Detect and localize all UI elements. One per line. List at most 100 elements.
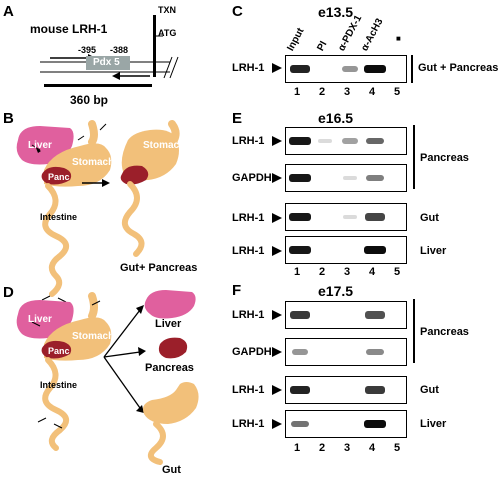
- c-bracket: [411, 55, 413, 83]
- gel-band: [291, 420, 309, 428]
- f-lane-4: 4: [368, 442, 376, 454]
- gel-band: [364, 245, 386, 255]
- panel-label-d: D: [3, 284, 14, 301]
- gel-band: [366, 174, 384, 182]
- e-pancreas-bracket: [413, 125, 415, 189]
- pos-395: -395: [78, 45, 97, 55]
- e-gut-label: Gut: [420, 212, 439, 224]
- f-row4-label: LRH-1: [232, 418, 265, 430]
- e-lane-4: 4: [368, 266, 376, 278]
- b-liver-label: Liver: [28, 140, 52, 151]
- f-pancreas-label: Pancreas: [420, 326, 469, 338]
- e-lane-3: 3: [343, 266, 351, 278]
- row-pointer-arrow: [272, 246, 282, 256]
- f-row1-label: LRH-1: [232, 309, 265, 321]
- e-liver-label: Liver: [420, 245, 447, 257]
- b-stomach-label: Stomach: [72, 157, 115, 168]
- c-row-label: LRH-1: [232, 62, 265, 74]
- f-gel-4: [285, 410, 407, 438]
- f-row3-label: LRH-1: [232, 384, 265, 396]
- gel-band: [317, 138, 333, 144]
- panel-label-a: A: [3, 3, 14, 20]
- gel-band: [341, 138, 359, 144]
- f-stage: e17.5: [318, 283, 354, 299]
- e-lane-5: 5: [393, 266, 401, 278]
- row-pointer-arrow: [272, 347, 282, 357]
- gel-band: [290, 311, 310, 319]
- e-row4-label: LRH-1: [232, 245, 265, 257]
- gel-band: [365, 386, 385, 394]
- row-pointer-arrow: [272, 136, 282, 146]
- pdx5-label: Pdx 5: [93, 57, 120, 68]
- e-gel-4: [285, 236, 407, 264]
- e-stage: e16.5: [318, 110, 354, 126]
- e-gel-2: [285, 164, 407, 192]
- f-lane-5: 5: [393, 442, 401, 454]
- gel-band: [366, 349, 384, 355]
- row-pointer-arrow: [272, 173, 282, 183]
- panel-label-f: F: [232, 282, 242, 299]
- d-pancreas-out-label: Pancreas: [145, 362, 194, 374]
- b-intestine-label: Intestine: [40, 212, 78, 222]
- d-stomach-label: Stomach: [72, 331, 115, 342]
- c-lane-5: 5: [393, 86, 401, 98]
- panel-label-e: E: [232, 110, 243, 127]
- c-header-lane5: ■: [396, 34, 401, 43]
- f-lane-3: 3: [343, 442, 351, 454]
- e-lane-2: 2: [318, 266, 326, 278]
- gel-band: [341, 66, 359, 72]
- gel-band: [289, 212, 311, 222]
- c-gel: [285, 55, 407, 83]
- f-row2-label: GAPDH: [232, 346, 272, 358]
- f-pancreas-bracket: [413, 299, 415, 363]
- panel-label-b: B: [3, 110, 14, 127]
- gel-band: [342, 214, 358, 220]
- row-pointer-arrow: [272, 213, 282, 223]
- e-gel-3: [285, 203, 407, 231]
- d-liver-label: Liver: [28, 314, 52, 325]
- c-lane-4: 4: [368, 86, 376, 98]
- d-panc-label: Panc: [48, 346, 70, 356]
- e-row3-label: LRH-1: [232, 212, 265, 224]
- d-gut-out-label: Gut: [162, 464, 181, 476]
- f-lane-1: 1: [293, 442, 301, 454]
- gel-band: [289, 173, 311, 183]
- d-intestine-label: Intestine: [40, 380, 78, 390]
- f-gel-2: [285, 338, 407, 366]
- c-lane-2: 2: [318, 86, 326, 98]
- gel-band: [342, 175, 358, 181]
- e-row2-label: GAPDH: [232, 172, 272, 184]
- gel-band: [364, 64, 386, 74]
- f-liver-label: Liver: [420, 418, 447, 430]
- e-pancreas-label: Pancreas: [420, 152, 469, 164]
- size-360bp: 360 bp: [70, 93, 109, 107]
- gel-band: [365, 213, 385, 221]
- d-liver-out-label: Liver: [155, 318, 182, 330]
- e-row1-label: LRH-1: [232, 135, 265, 147]
- f-gut-label: Gut: [420, 384, 439, 396]
- row-pointer-arrow: [272, 310, 282, 320]
- txn-label: TXN: [158, 5, 176, 15]
- atg-label: ATG: [158, 28, 177, 38]
- f-gel-3: [285, 376, 407, 404]
- row-pointer-arrow: [272, 419, 282, 429]
- e-lane-1: 1: [293, 266, 301, 278]
- panel-label-c: C: [232, 3, 243, 20]
- c-stage: e13.5: [318, 4, 354, 20]
- pdx5-box: [86, 56, 130, 70]
- b-caption: Gut+ Pancreas: [120, 262, 198, 274]
- c-bracket-label: Gut + Pancreas: [418, 62, 499, 74]
- mouse-lrh1-title: mouse LRH-1: [30, 22, 108, 36]
- gel-band: [291, 349, 309, 355]
- gel-band: [289, 245, 311, 255]
- c-lane-1: 1: [293, 86, 301, 98]
- pos-388: -388: [110, 45, 129, 55]
- b-stomach2-label: Stomach: [143, 140, 186, 151]
- e-gel-1: [285, 127, 407, 155]
- f-gel-1: [285, 301, 407, 329]
- gel-band: [289, 136, 311, 146]
